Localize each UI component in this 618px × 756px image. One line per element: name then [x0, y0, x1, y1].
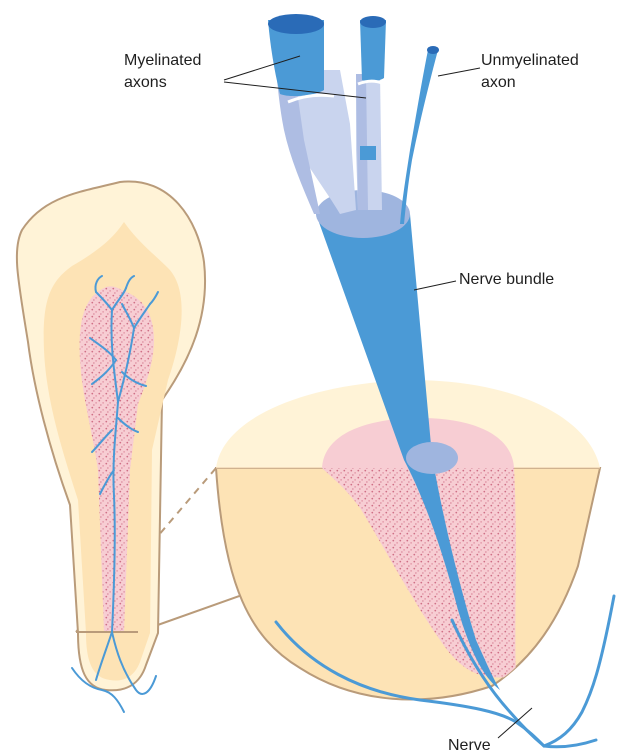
axon-unmyelinated — [400, 50, 438, 224]
label-nerve: Nerve — [448, 736, 491, 755]
label-myelinated-axons-line2: axons — [124, 73, 167, 92]
label-myelinated-axons-line1: Myelinated — [124, 51, 201, 70]
axon-large-top — [268, 14, 324, 34]
axon-small-node — [360, 146, 376, 160]
label-nerve-bundle: Nerve bundle — [459, 270, 554, 289]
tooth-illustration — [17, 181, 205, 712]
nerve-bundle-bottom-cap — [406, 442, 458, 474]
leader-nerve-bundle — [414, 281, 456, 290]
axon-unmyelinated-top — [427, 46, 439, 54]
axons-group — [268, 14, 439, 224]
axon-small — [360, 20, 386, 81]
leader-nerve — [498, 708, 532, 738]
label-unmyelinated-axon-line2: axon — [481, 73, 516, 92]
leader-unmyelinated — [438, 68, 480, 76]
axon-small-top — [360, 16, 386, 28]
myelin-sheath-small-edge — [356, 74, 368, 210]
label-unmyelinated-axon-line1: Unmyelinated — [481, 51, 579, 70]
